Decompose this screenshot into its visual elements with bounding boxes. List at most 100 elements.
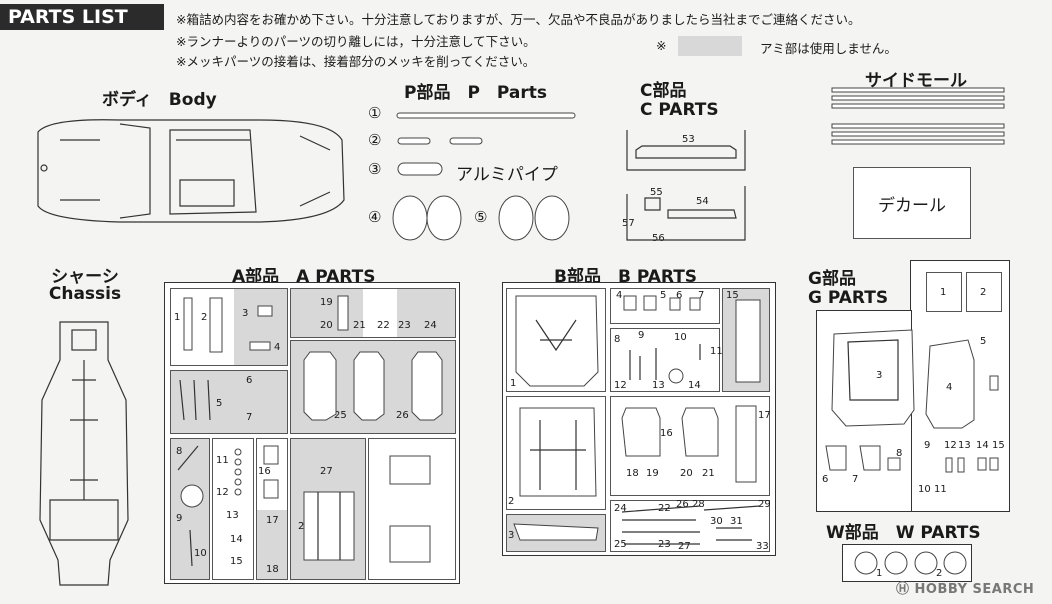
a-part-26: 26 xyxy=(396,410,409,421)
b-part-19: 19 xyxy=(646,468,659,479)
a-cell-2-used xyxy=(363,289,397,337)
g-parts-title-ja: G部品 xyxy=(808,269,856,289)
p-part-item-1: ① xyxy=(368,104,382,122)
a-part-9: 9 xyxy=(176,513,183,524)
b-part-24: 24 xyxy=(614,503,627,514)
watermark-brand: HOBBY SEARCH xyxy=(914,582,1035,597)
w-part-2: 2 xyxy=(936,568,943,579)
p-part-item-2: ② xyxy=(368,131,382,149)
b-part-16: 16 xyxy=(660,428,673,439)
side-molding-strips xyxy=(831,87,1005,145)
a-part-3: 3 xyxy=(242,308,249,319)
b-part-4: 4 xyxy=(616,290,623,301)
g-parts-title-en: G PARTS xyxy=(808,288,889,308)
a-part-18: 18 xyxy=(266,564,279,575)
b-part-27: 27 xyxy=(678,541,691,552)
decal-sheet: デカール xyxy=(853,167,971,239)
b-part-31: 31 xyxy=(730,516,743,527)
decal-label: デカール xyxy=(878,196,946,216)
g-part-11: 11 xyxy=(934,484,947,495)
b-part-1: 1 xyxy=(510,378,517,389)
a-part-12: 12 xyxy=(216,487,229,498)
b-part-28: 28 xyxy=(692,499,705,510)
p-part-item-5: ⑤ xyxy=(474,208,488,226)
b-part-7: 7 xyxy=(698,290,705,301)
c-parts-runner xyxy=(626,130,746,241)
b-part-9: 9 xyxy=(638,330,645,341)
b-part-20: 20 xyxy=(680,468,693,479)
b-part-17: 17 xyxy=(758,410,771,421)
g-part-2-box xyxy=(966,272,1002,312)
b-cell-3 xyxy=(610,328,720,392)
b-part-15: 15 xyxy=(726,290,739,301)
g-part-10: 10 xyxy=(918,484,931,495)
g-part-3: 3 xyxy=(876,370,883,381)
b-cell-2 xyxy=(610,288,720,324)
b-part-2: 2 xyxy=(508,496,515,507)
b-part-18: 18 xyxy=(626,468,639,479)
a-cell-6 xyxy=(212,438,254,580)
b-part-11: 11 xyxy=(710,346,723,357)
chassis-drawing xyxy=(39,321,129,586)
b-part-3: 3 xyxy=(508,530,515,541)
c-part-55: 55 xyxy=(650,187,663,198)
a-part-5: 5 xyxy=(216,398,223,409)
a-part-15: 15 xyxy=(230,556,243,567)
g-parts-drawing xyxy=(825,329,999,473)
a-part-8: 8 xyxy=(176,446,183,457)
a-part-20: 20 xyxy=(320,320,333,331)
parts-list-header: PARTS LIST xyxy=(0,4,164,30)
g-part-6: 6 xyxy=(822,474,829,485)
b-parts-drawing xyxy=(513,295,761,545)
note-line-2: ※ランナーよりのパーツの切り離しには，十分注意して下さい。 xyxy=(176,34,536,49)
watermark-logo-icon: Ⓗ xyxy=(896,582,915,597)
hobby-search-watermark: Ⓗ HOBBY SEARCH xyxy=(896,578,1034,597)
legend-mark: ※ xyxy=(656,38,667,53)
a-part-16: 16 xyxy=(258,466,271,477)
b-part-8: 8 xyxy=(614,334,621,345)
body-drawing xyxy=(37,119,345,223)
g-part-1: 1 xyxy=(940,287,947,298)
g-part-14: 14 xyxy=(976,440,989,451)
a-part-27: 27 xyxy=(320,466,333,477)
b-part-5: 5 xyxy=(660,290,667,301)
aluminum-pipe-label: アルミパイプ xyxy=(456,165,558,185)
g-part-8: 8 xyxy=(896,448,903,459)
c-part-54: 54 xyxy=(696,196,709,207)
g-part-9: 9 xyxy=(924,440,931,451)
a-part-19: 19 xyxy=(320,297,333,308)
a-cell-1-unused xyxy=(234,289,287,365)
a-part-4: 4 xyxy=(274,342,281,353)
w-parts-title: W部品 W PARTS xyxy=(826,523,981,543)
b-part-33: 33 xyxy=(756,541,769,552)
b-part-30: 30 xyxy=(710,516,723,527)
chassis-title-en: Chassis xyxy=(48,284,122,304)
g-part-2: 2 xyxy=(980,287,987,298)
g-part-7: 7 xyxy=(852,474,859,485)
b-part-13: 13 xyxy=(652,380,665,391)
b-part-6: 6 xyxy=(676,290,683,301)
legend-text: アミ部は使用しません。 xyxy=(760,41,897,56)
a-part-14: 14 xyxy=(230,534,243,545)
legend-swatch xyxy=(678,36,742,56)
p-part-item-4: ④ xyxy=(368,208,382,226)
note-line-1: ※箱詰め内容をお確かめ下さい。十分注意しておりますが、万一、欠品や不良品がありま… xyxy=(176,12,861,27)
a-parts-drawing xyxy=(177,295,443,567)
b-part-21: 21 xyxy=(702,468,715,479)
side-molding-title: サイドモール xyxy=(865,71,967,91)
a-part-22: 22 xyxy=(377,320,390,331)
b-part-25: 25 xyxy=(614,539,627,550)
a-cell-3 xyxy=(170,370,288,434)
p-part-item-3: ③ xyxy=(368,160,382,178)
a-part-1: 1 xyxy=(174,312,181,323)
c-part-53: 53 xyxy=(682,134,695,145)
a-part-13: 13 xyxy=(226,510,239,521)
a-cell-5 xyxy=(170,438,210,580)
p-parts-drawing xyxy=(392,112,576,241)
a-cell-7-unused xyxy=(257,510,287,579)
w-part-1: 1 xyxy=(876,568,883,579)
b-part-14: 14 xyxy=(688,380,701,391)
a-part-24: 24 xyxy=(424,320,437,331)
a-part-6: 6 xyxy=(246,375,253,386)
g-part-15: 15 xyxy=(992,440,1005,451)
